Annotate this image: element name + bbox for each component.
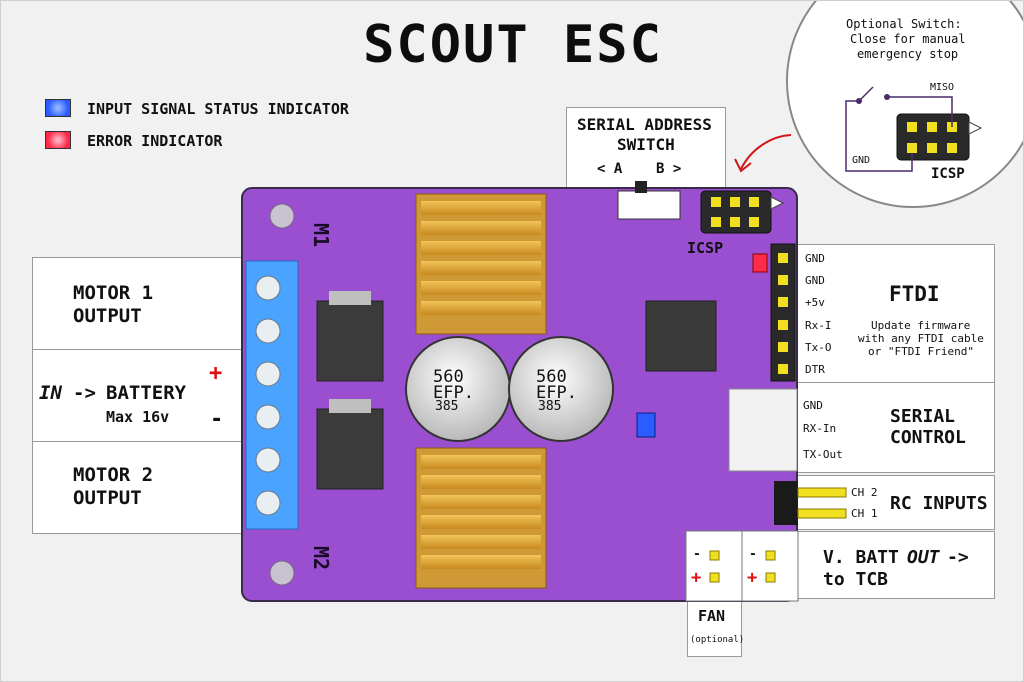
serial-pin-rx: RX-In [803, 422, 837, 435]
capacitor-right [508, 336, 614, 442]
battery-max-label: Max 16v [106, 408, 170, 426]
battery-arrow: -> [73, 382, 96, 404]
cap-left-line3: 385 [435, 399, 459, 414]
fan-plus: + [691, 568, 702, 588]
fan-sub: (optional) [690, 635, 745, 645]
diagram-title: SCOUT ESC [363, 15, 663, 75]
serial-address-switch-box [566, 107, 726, 189]
fan-title: FAN [698, 607, 726, 625]
callout-icsp-label: ICSP [931, 166, 965, 182]
terminal-screws [255, 275, 281, 516]
mount-hole-tl [269, 203, 295, 229]
cap-right-line1: 560 [536, 367, 567, 387]
motor2-line1: MOTOR 2 [73, 464, 154, 486]
serial-pin-gnd: GND [803, 399, 823, 412]
heatsink-top [415, 193, 547, 335]
serial-address-line2: SWITCH [617, 135, 675, 154]
input-signal-indicator-swatch [45, 99, 71, 117]
motor2-line2: OUTPUT [73, 487, 142, 509]
vbatt-line1-out: OUT [907, 547, 940, 568]
callout-arrow [740, 134, 792, 170]
ftdi-pin-5v: +5v [805, 296, 825, 309]
board-icsp-label: ICSP [687, 239, 724, 257]
ftdi-title: FTDI [889, 282, 940, 306]
serial-jst-connector [728, 388, 798, 472]
fan-box [687, 599, 742, 657]
ftdi-pin-dtr: DTR [805, 363, 825, 376]
address-switch [617, 190, 681, 220]
ftdi-pin-gnd-2: GND [805, 274, 825, 287]
battery-label: BATTERY [106, 382, 187, 404]
microcontroller-chip [645, 300, 717, 372]
fan-minus: - [693, 547, 701, 562]
vbatt-minus: - [749, 547, 757, 562]
vbatt-line1-a: V. BATT [823, 547, 899, 568]
mosfet-bottom [316, 408, 384, 490]
cap-right-line3: 385 [538, 399, 562, 414]
board-signal-led [636, 412, 656, 438]
vbatt-plus: + [747, 568, 758, 588]
rc-ch2-pin [797, 487, 847, 498]
motor1-output-box [32, 257, 242, 350]
legend-error-label: ERROR INDICATOR [87, 132, 223, 150]
terminal-block [245, 260, 299, 530]
battery-plus-sign: + [209, 361, 223, 386]
board-error-led [752, 253, 768, 273]
callout-miso-label: MISO [930, 82, 955, 93]
serial-control-title-1: SERIAL [890, 406, 956, 427]
ftdi-pin-gnd-1: GND [805, 252, 825, 265]
serial-pin-tx: TX-Out [803, 448, 843, 461]
serial-control-title-2: CONTROL [890, 427, 966, 448]
board-m1-label: M1 [309, 222, 334, 248]
mount-hole-bl [269, 560, 295, 586]
error-indicator-swatch [45, 131, 71, 149]
board-m2-label: M2 [309, 545, 334, 571]
cap-right-line2: EFP. [536, 383, 577, 403]
callout-text-3: emergency stop [857, 47, 959, 61]
motor1-line2: OUTPUT [73, 305, 142, 327]
rc-ch1-pin [797, 508, 847, 519]
emergency-switch-wiring [845, 86, 953, 172]
ftdi-pin-rx: Rx-I [805, 319, 832, 332]
rc-inputs-box [797, 475, 995, 530]
serial-address-line1: SERIAL ADDRESS [577, 115, 712, 134]
battery-in-label: IN [39, 382, 62, 404]
rc-inputs-title: RC INPUTS [890, 493, 988, 514]
vbatt-out-box [797, 531, 995, 599]
cap-left-line1: 560 [433, 367, 464, 387]
motor1-line1: MOTOR 1 [73, 282, 154, 304]
ftdi-header [770, 243, 796, 382]
cap-left-line2: EFP. [433, 383, 474, 403]
rc-ch2-label: CH 2 [851, 486, 878, 499]
ftdi-box [797, 244, 995, 383]
vbatt-connector-box [741, 530, 799, 602]
vbatt-line1-arrow: -> [947, 547, 969, 568]
ftdi-note-3: or "FTDI Friend" [868, 345, 974, 358]
fan-connector-box [685, 530, 743, 602]
ftdi-note-1: Update firmware [871, 319, 971, 332]
serial-control-box [797, 382, 995, 473]
callout-text-1: Optional Switch: [846, 17, 962, 31]
callout-gnd-label: GND [852, 155, 871, 166]
callout-text-2: Close for manual [850, 32, 966, 46]
ftdi-note-2: with any FTDI cable [858, 332, 984, 345]
callout-icsp-header [896, 113, 970, 161]
battery-minus-sign: - [210, 407, 224, 432]
heatsink-bottom [415, 447, 547, 589]
mosfet-top [316, 300, 384, 382]
battery-input-box [32, 349, 242, 442]
ftdi-pin-tx: Tx-O [805, 341, 832, 354]
rc-header [774, 481, 798, 525]
serial-address-positions: < A B > [597, 161, 682, 177]
rc-ch1-label: CH 1 [851, 507, 878, 520]
vbatt-line2: to TCB [823, 569, 889, 590]
legend-input-signal-label: INPUT SIGNAL STATUS INDICATOR [87, 100, 349, 118]
